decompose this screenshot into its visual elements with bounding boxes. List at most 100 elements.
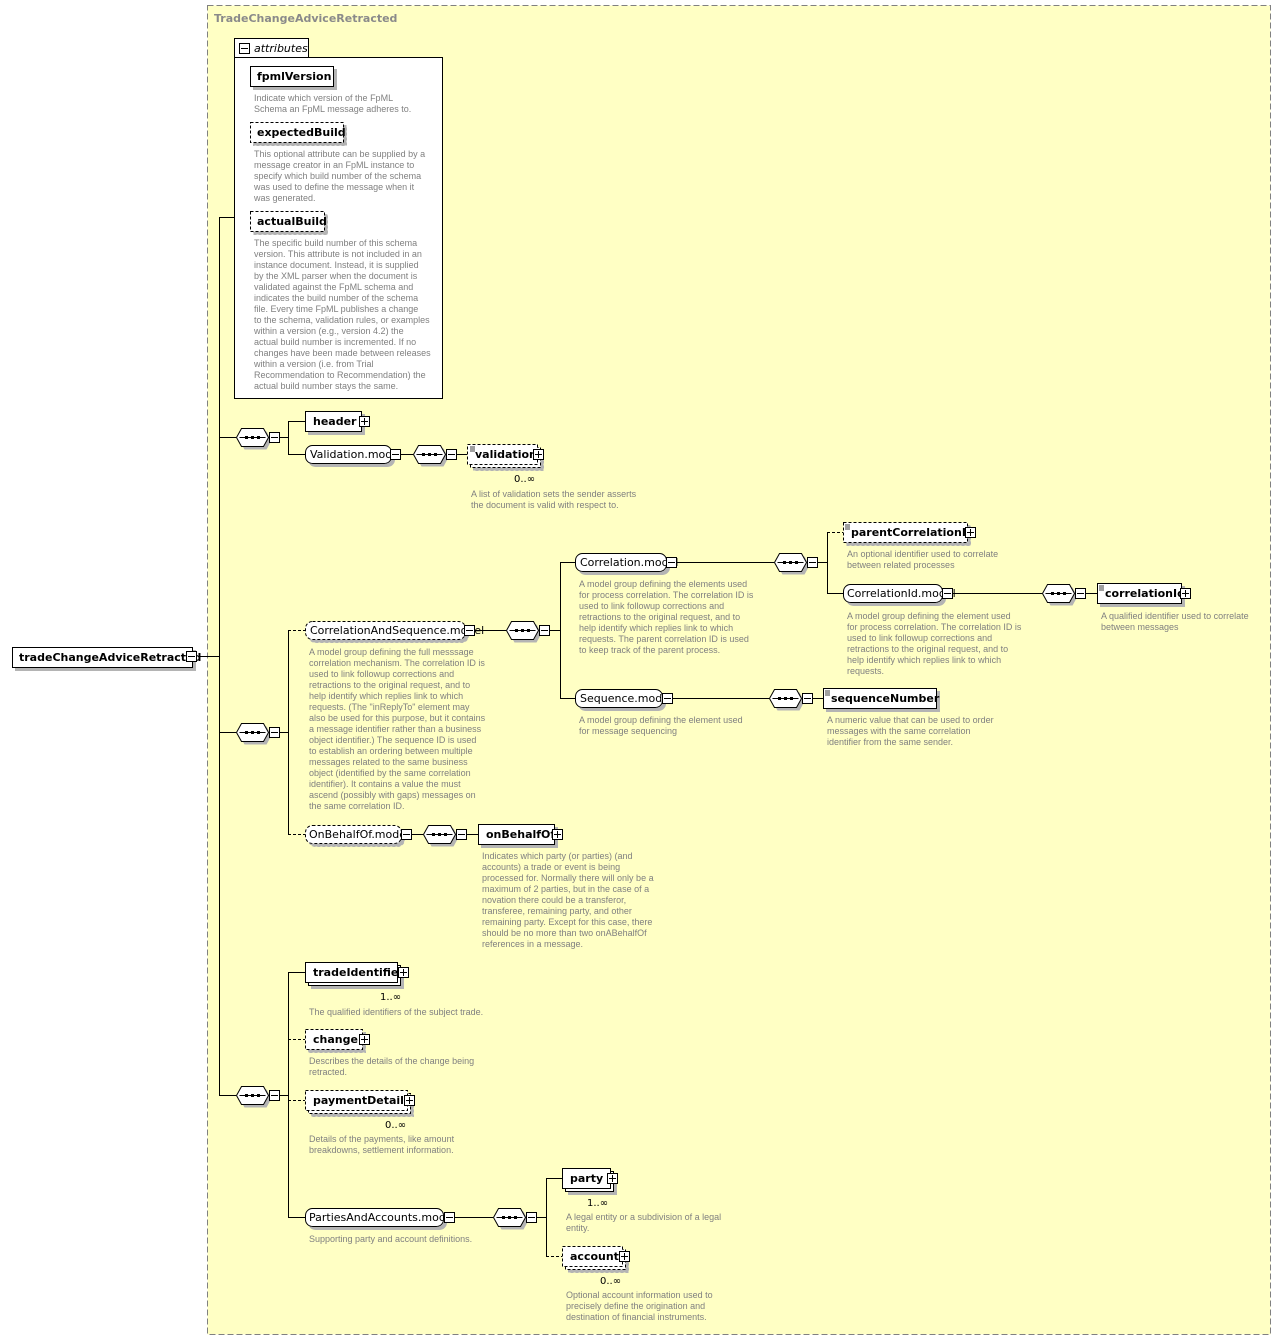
svg-text:tradeIdentifier: tradeIdentifier xyxy=(313,966,404,979)
svg-text:parentCorrelationId: parentCorrelationId xyxy=(851,526,974,539)
element-sequence-number[interactable]: sequenceNumber xyxy=(823,688,940,709)
validation-cardinality: 0..∞ xyxy=(514,474,535,485)
svg-text:change: change xyxy=(313,1033,358,1046)
expand-icon[interactable] xyxy=(359,1034,370,1045)
change-desc: Describes the details of the change bein… xyxy=(309,1056,477,1077)
attribute-fpmlversion[interactable]: fpmlVersion xyxy=(250,66,334,87)
on-behalf-of-desc: Indicates which party (or parties) (and … xyxy=(482,851,656,949)
attribute-actualbuild[interactable]: actualBuild xyxy=(250,211,327,232)
party-cardinality: 1..∞ xyxy=(587,1198,608,1209)
root-element-label: tradeChangeAdviceRetracted xyxy=(19,651,201,664)
sequence-compositor-icon[interactable] xyxy=(422,825,467,847)
validation-desc: A list of validation sets the sender ass… xyxy=(471,489,639,510)
collapse-icon[interactable] xyxy=(390,449,401,460)
group-correlation-id-model[interactable]: CorrelationId.model xyxy=(843,584,956,603)
svg-text:fpmlVersion: fpmlVersion xyxy=(257,70,331,83)
sequence-compositors xyxy=(235,428,1086,1230)
svg-text:account: account xyxy=(570,1250,619,1263)
svg-text:validation: validation xyxy=(475,448,537,461)
expand-icon[interactable] xyxy=(533,449,544,460)
expand-icon[interactable] xyxy=(607,1173,618,1184)
attributes-panel: attributes fpmlVersion Indicate which ve… xyxy=(234,38,443,399)
payment-details-cardinality: 0..∞ xyxy=(385,1120,406,1131)
sequence-compositor-icon[interactable] xyxy=(505,621,550,643)
expand-icon[interactable] xyxy=(552,829,563,840)
element-payment-details[interactable]: paymentDetails xyxy=(305,1090,415,1114)
expand-icon[interactable] xyxy=(1180,588,1191,599)
sequence-model-desc: A model group defining the element used … xyxy=(579,715,745,736)
collapse-icon[interactable] xyxy=(942,588,953,599)
element-on-behalf-of[interactable]: onBehalfOf xyxy=(478,824,563,845)
group-correlation-model[interactable]: Correlation.model xyxy=(575,553,679,572)
svg-text:Correlation.model: Correlation.model xyxy=(580,556,678,569)
sequence-compositor-icon[interactable] xyxy=(492,1208,537,1230)
collapse-icon[interactable] xyxy=(662,693,673,704)
sequence-compositor-icon[interactable] xyxy=(773,553,818,575)
element-party[interactable]: party xyxy=(562,1168,618,1192)
account-desc: Optional account information used to pre… xyxy=(566,1290,715,1322)
complex-type-title: TradeChangeAdviceRetracted xyxy=(214,12,397,25)
expand-icon[interactable] xyxy=(619,1251,630,1262)
sequence-compositor-icon[interactable] xyxy=(235,1086,280,1108)
sequence-compositor-icon[interactable] xyxy=(235,428,280,450)
attributes-label: attributes xyxy=(254,42,308,55)
svg-text:PartiesAndAccounts.model: PartiesAndAccounts.model xyxy=(309,1211,456,1224)
collapse-icon[interactable] xyxy=(444,1212,455,1223)
expand-icon[interactable] xyxy=(398,967,409,978)
connector-lines xyxy=(198,217,1097,1257)
svg-text:actualBuild: actualBuild xyxy=(257,215,327,228)
group-sequence-model[interactable]: Sequence.model xyxy=(575,689,673,708)
element-correlation-id[interactable]: correlationId xyxy=(1097,583,1191,604)
correlation-id-model-desc: A model group defining the element used … xyxy=(847,611,1024,676)
root-element-node[interactable]: tradeChangeAdviceRetracted xyxy=(12,647,202,668)
svg-text:header: header xyxy=(313,415,357,428)
expand-icon[interactable] xyxy=(965,527,976,538)
element-change[interactable]: change xyxy=(305,1029,370,1050)
payment-details-desc: Details of the payments, like amount bre… xyxy=(309,1134,457,1155)
svg-text:sequenceNumber: sequenceNumber xyxy=(831,692,940,705)
svg-text:correlationId: correlationId xyxy=(1105,587,1185,600)
element-trade-identifier[interactable]: tradeIdentifier xyxy=(305,962,409,986)
svg-text:Validation.model: Validation.model xyxy=(310,448,402,461)
svg-text:Sequence.model: Sequence.model xyxy=(580,692,672,705)
svg-text:party: party xyxy=(570,1172,603,1185)
sequence-compositor-icon[interactable] xyxy=(235,723,280,745)
sequence-number-desc: A numeric value that can be used to orde… xyxy=(827,715,996,747)
expand-toggle-icon[interactable] xyxy=(186,651,197,662)
group-correlation-and-sequence-model[interactable]: CorrelationAndSequence.model xyxy=(305,621,485,640)
group-on-behalf-of-model[interactable]: OnBehalfOf.model xyxy=(305,825,412,844)
collapse-icon[interactable] xyxy=(666,557,677,568)
collapse-icon[interactable] xyxy=(401,829,412,840)
svg-text:expectedBuild: expectedBuild xyxy=(257,126,346,139)
correlation-model-desc: A model group defining the elements used… xyxy=(579,579,756,655)
trade-identifier-cardinality: 1..∞ xyxy=(380,992,401,1003)
trade-identifier-desc: The qualified identifiers of the subject… xyxy=(309,1007,483,1017)
svg-text:CorrelationId.model: CorrelationId.model xyxy=(847,587,956,600)
group-validation-model[interactable]: Validation.model xyxy=(305,445,403,464)
parties-and-accounts-desc: Supporting party and account definitions… xyxy=(309,1234,472,1244)
svg-text:OnBehalfOf.model: OnBehalfOf.model xyxy=(309,828,409,841)
element-account[interactable]: account xyxy=(562,1246,630,1270)
element-header[interactable]: header xyxy=(305,411,370,432)
element-validation[interactable]: validation xyxy=(467,444,544,468)
party-desc: A legal entity or a subdivision of a leg… xyxy=(566,1212,724,1233)
expand-icon[interactable] xyxy=(404,1095,415,1106)
attribute-fpmlversion-desc: Indicate which version of the FpML Schem… xyxy=(254,93,411,114)
account-cardinality: 0..∞ xyxy=(600,1276,621,1287)
collapse-attributes-icon[interactable] xyxy=(239,43,250,54)
element-parent-correlation-id[interactable]: parentCorrelationId xyxy=(843,522,976,543)
attribute-actualbuild-desc: The specific build number of this schema… xyxy=(253,238,433,391)
correlation-id-desc: A qualified identifier used to correlate… xyxy=(1101,611,1251,632)
svg-text:onBehalfOf: onBehalfOf xyxy=(486,828,555,841)
collapse-icon[interactable] xyxy=(464,625,475,636)
sequence-compositor-icon[interactable] xyxy=(412,445,457,467)
parent-correlation-id-desc: An optional identifier used to correlate… xyxy=(847,549,1001,570)
attribute-expectedbuild[interactable]: expectedBuild xyxy=(250,122,346,143)
attribute-expectedbuild-desc: This optional attribute can be supplied … xyxy=(253,149,428,203)
sequence-compositor-icon[interactable] xyxy=(768,689,813,711)
expand-icon[interactable] xyxy=(359,416,370,427)
group-parties-and-accounts-model[interactable]: PartiesAndAccounts.model xyxy=(305,1208,456,1227)
sequence-compositor-icon[interactable] xyxy=(1041,584,1086,606)
correlation-and-sequence-desc: A model group defining the full messsage… xyxy=(309,647,488,811)
